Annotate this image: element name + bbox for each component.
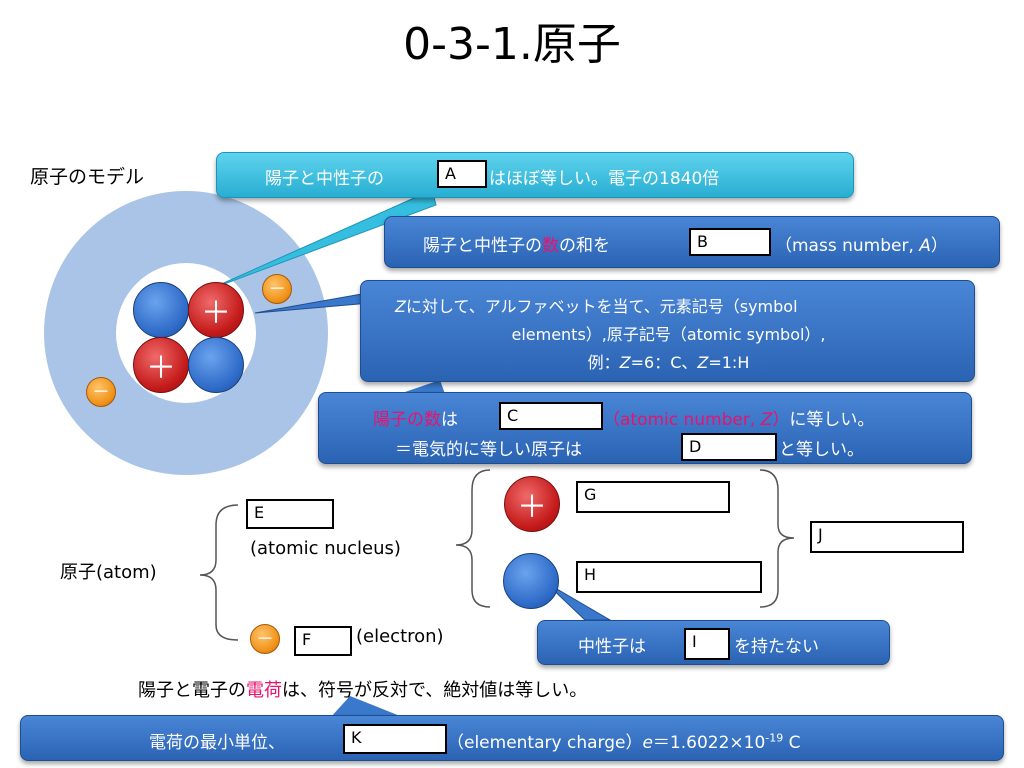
blank-h[interactable]: H — [576, 561, 762, 593]
nucleon-brace — [759, 469, 795, 608]
callout-neutron: 中性子は I を持たない — [537, 620, 890, 665]
callout-d-text-post: と等しい。 — [779, 440, 864, 460]
minus-sign: － — [92, 382, 110, 403]
plus-sign: ＋ — [146, 351, 176, 386]
blank-g[interactable]: G — [576, 481, 730, 513]
neutron-sphere — [188, 337, 244, 393]
blank-d[interactable]: D — [681, 433, 777, 461]
callout-b-text-post: （mass number, A） — [775, 236, 948, 256]
charge-sentence: 陽子と電子の電荷は、符号が反対で、絶対値は等しい。 — [138, 680, 588, 701]
electron-sphere — [250, 624, 280, 654]
proton-sphere — [504, 476, 560, 532]
blank-f[interactable]: F — [294, 626, 352, 656]
callout-i-text-post: を持たない — [734, 637, 819, 657]
callout-elementary-charge: 電荷の最小単位、 K （elementary charge）e＝1.6022×1… — [20, 715, 1004, 761]
neutron-sphere — [503, 553, 559, 609]
blank-c[interactable]: C — [499, 402, 603, 430]
callout-z-line1: Zに対して、アルファベットを当て、元素記号（symbol — [395, 297, 798, 316]
electron-sphere — [86, 377, 116, 407]
electron-sphere — [262, 274, 292, 304]
electron-label: (electron) — [356, 626, 444, 647]
callout-a-text: 陽子と中性子の — [265, 169, 384, 189]
page-title: 0-3-1.原子 — [403, 19, 621, 70]
callout-mass-number: 陽子と中性子の数の和を B （mass number, A） — [384, 216, 1000, 268]
callout-c-text-post: （atomic number, Z）に等しい。 — [603, 410, 875, 430]
callout-k-pointer — [330, 696, 405, 718]
model-label: 原子のモデル — [30, 166, 145, 188]
plus-sign: ＋ — [201, 296, 231, 331]
callout-mass: 陽子と中性子の A はほぼ等しい。電子の1840倍 — [216, 152, 854, 198]
blank-k[interactable]: K — [343, 724, 447, 754]
plus-sign: ＋ — [517, 490, 547, 525]
blank-j[interactable]: J — [810, 521, 964, 553]
blank-b[interactable]: B — [689, 228, 771, 256]
proton-sphere — [133, 337, 189, 393]
blank-i[interactable]: I — [684, 628, 730, 660]
atom-brace — [199, 504, 239, 641]
blank-a[interactable]: A — [437, 160, 487, 188]
callout-b-text: 陽子と中性子の数の和を — [423, 236, 610, 256]
blank-e[interactable]: E — [246, 499, 334, 529]
nucleus-label: (atomic nucleus) — [250, 538, 401, 559]
callout-symbol: Zに対して、アルファベットを当て、元素記号（symbol elements）,原… — [360, 280, 975, 382]
callout-a-text-post: はほぼ等しい。電子の1840倍 — [489, 169, 720, 189]
callout-z-line2: elements）,原子記号（atomic symbol）, — [511, 325, 826, 344]
callout-z-line3: 例：Z=6：C、Z=1:H — [587, 353, 750, 372]
callout-i-text: 中性子は — [578, 637, 646, 657]
highlight-proton-count: 陽子の数 — [373, 410, 441, 430]
nucleus-brace — [455, 469, 491, 608]
highlight-charge: 電荷 — [246, 680, 282, 701]
callout-atomic-number: 陽子の数は C （atomic number, Z）に等しい。 ＝電気的に等しい… — [318, 392, 972, 464]
callout-d-text: ＝電気的に等しい原子は — [395, 440, 582, 460]
highlight-count: 数 — [542, 236, 559, 256]
minus-sign: － — [256, 629, 274, 650]
callout-c-text: 陽子の数は — [373, 410, 458, 430]
atom-label: 原子(atom) — [60, 562, 157, 583]
neutron-sphere — [133, 282, 189, 338]
callout-k-text-post: （elementary charge）e＝1.6022×10-19 C — [447, 731, 801, 753]
minus-sign: － — [268, 279, 286, 300]
callout-k-text: 電荷の最小単位、 — [149, 733, 285, 753]
